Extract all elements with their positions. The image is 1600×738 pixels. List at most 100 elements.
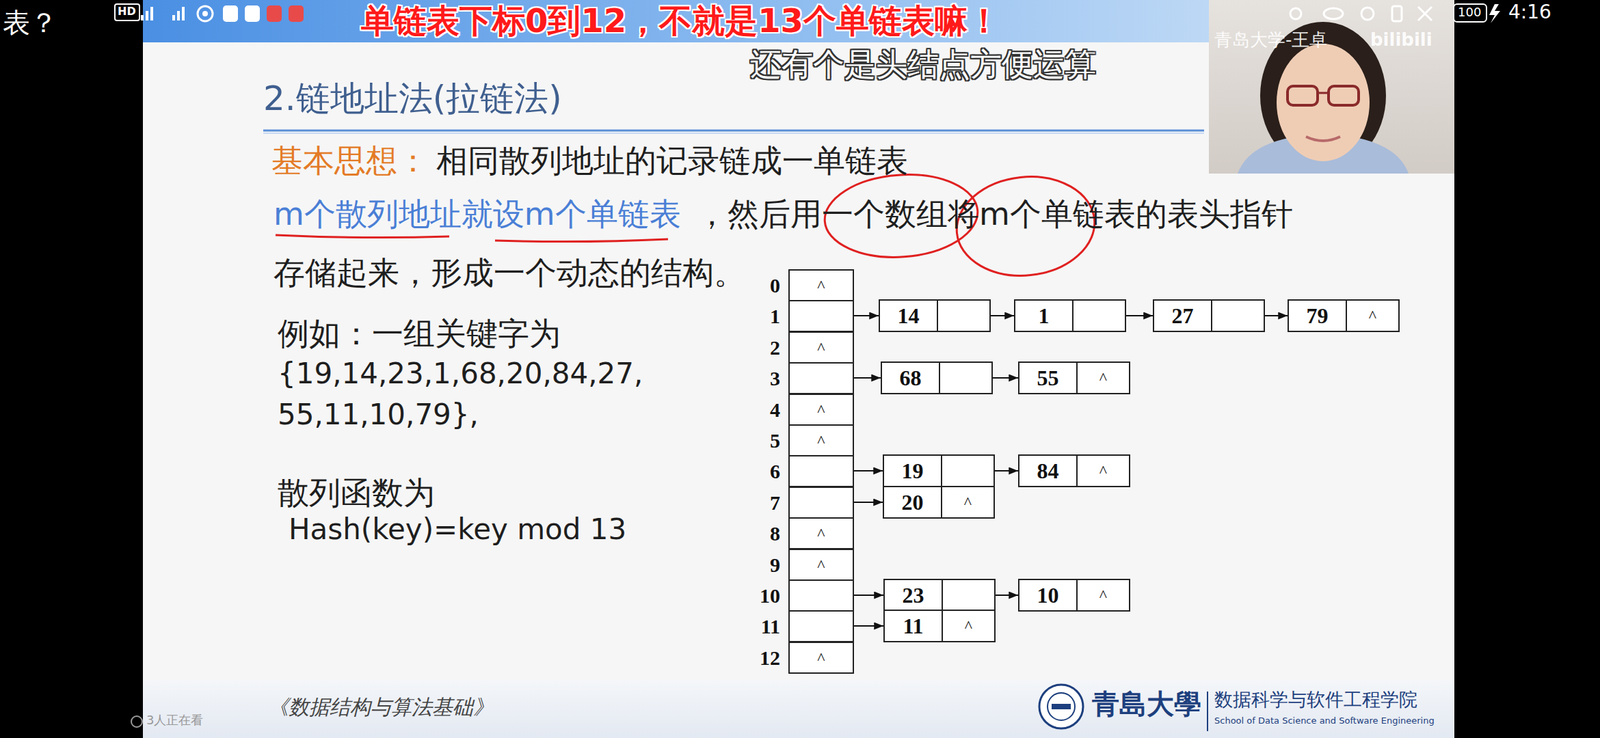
key-value: 1: [1038, 303, 1050, 329]
pointer-arrow: [1264, 315, 1288, 317]
key-value: 84: [1037, 458, 1060, 485]
danmaku-comment: 单链表下标0到12，不就是13个单链表嘛！: [361, 2, 1001, 40]
battery: [1453, 4, 1487, 22]
key-value: 68: [899, 365, 922, 392]
array-cell: 7: [788, 486, 855, 519]
eye-icon: [1323, 8, 1343, 20]
red-underline: [495, 239, 669, 243]
array-cell: 5^: [788, 424, 855, 457]
list-node: 23: [883, 579, 996, 612]
school-name: 数据科学与软件工程学院: [1214, 689, 1418, 711]
null-pointer: ^: [789, 555, 853, 575]
pointer-arrow: [854, 470, 883, 472]
bt-icon: [1361, 7, 1374, 20]
null-pointer: ^: [789, 276, 853, 295]
viewer-icon: [131, 716, 143, 728]
battery-level: 100: [1457, 5, 1482, 20]
null-pointer: ^: [964, 617, 973, 636]
webcam: [1208, 0, 1455, 174]
signal-bar: [150, 6, 154, 21]
pointer-field: ^: [1077, 580, 1129, 611]
app-icon: [288, 5, 304, 22]
key-value: 55: [1037, 365, 1060, 392]
key-value: 23: [902, 583, 925, 609]
data-field: 14: [880, 300, 939, 331]
data-field: 10: [1019, 580, 1078, 611]
pointer-arrow: [854, 377, 881, 379]
glasses: [1287, 86, 1318, 106]
list-node: 68: [880, 361, 993, 395]
list-node: 27: [1152, 299, 1265, 333]
title-rule: [263, 132, 1205, 135]
body-text: 相同散列地址的记录链成一单链表: [436, 142, 909, 180]
hash-function: Hash(key)=key mod 13: [288, 513, 627, 547]
array-cell: 3: [788, 362, 855, 395]
data-field: 11: [884, 611, 943, 642]
key-value: 79: [1306, 303, 1329, 329]
data-field: 19: [884, 456, 943, 487]
key-value: 11: [902, 614, 924, 640]
pointer-arrow: [992, 377, 1019, 379]
array-index: 6: [769, 460, 781, 484]
key-value: 20: [901, 490, 924, 516]
signal-bar: [172, 15, 176, 21]
signal-bar: [140, 15, 144, 21]
null-pointer: ^: [789, 400, 853, 420]
pointer-field: ^: [942, 611, 995, 642]
pointer-field: [940, 363, 992, 394]
array-index: 0: [769, 274, 781, 298]
school-name-en: School of Data Science and Software Engi…: [1214, 716, 1435, 727]
pointer-arrow: [995, 594, 1019, 597]
array-index: 4: [769, 398, 781, 422]
mute-icon: [1418, 6, 1432, 21]
key-set: {19,14,23,1,68,20,84,27,: [277, 357, 643, 391]
subtitle: 还有个是头结点方便运算: [750, 46, 1097, 83]
pointer-field: [1073, 300, 1125, 331]
array-cell: 8^: [788, 517, 855, 550]
data-field: 68: [882, 363, 941, 394]
null-pointer: ^: [789, 524, 853, 543]
null-pointer: ^: [964, 493, 972, 513]
hotspot-icon: [202, 10, 208, 17]
data-field: 84: [1019, 456, 1078, 487]
list-node: 1: [1014, 299, 1127, 333]
app-icon: [266, 5, 282, 22]
array-index: 11: [761, 615, 781, 639]
pointer-field: ^: [1077, 456, 1129, 487]
highlight-text: m个散列地址就设m个单链表: [273, 196, 682, 233]
glasses: [1317, 92, 1329, 95]
viewer-count: 3人正在看: [146, 713, 204, 729]
pointer-arrow: [1126, 315, 1153, 317]
watermark: bilibili: [1370, 30, 1433, 51]
array-cell: 9^: [788, 549, 855, 582]
array-cell: 10: [788, 579, 855, 612]
title-rule: [263, 129, 1205, 132]
array-index: 9: [769, 553, 781, 578]
app-icon: [244, 5, 260, 22]
list-node: 19: [882, 454, 995, 488]
footer-separator: [1206, 691, 1209, 732]
data-field: 55: [1019, 363, 1078, 394]
pointer-field: [942, 456, 994, 487]
pointer-arrow: [854, 501, 883, 504]
null-pointer: ^: [789, 648, 853, 668]
mouth: [1305, 136, 1341, 141]
array-index: 2: [769, 336, 781, 360]
cut-off-text: 表？: [2, 6, 58, 39]
footer-band: [142, 680, 1455, 738]
status-badge: HD: [117, 5, 137, 18]
university-logo: [1051, 704, 1071, 710]
pointer-field: [942, 580, 995, 611]
list-node: 79^: [1287, 299, 1400, 333]
status-clock: 4:16: [1508, 1, 1552, 24]
array-index: 5: [769, 429, 781, 453]
hd-badge: [114, 4, 140, 21]
data-field: 23: [884, 580, 943, 611]
array-index: 8: [769, 522, 781, 546]
app-icon: [222, 5, 238, 22]
data-field: 79: [1288, 300, 1348, 331]
pointer-field: ^: [942, 487, 994, 518]
heading-label: 基本思想：: [271, 142, 429, 180]
body-text: 存储起来，形成一个动态的结构。: [273, 255, 746, 292]
face: [1276, 43, 1370, 162]
